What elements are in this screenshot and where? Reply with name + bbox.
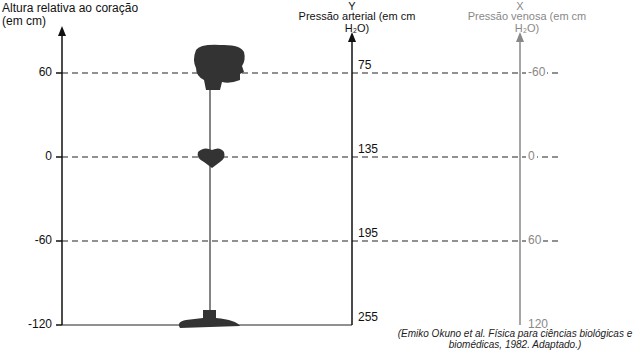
tick-label: 75: [356, 59, 373, 72]
axis-title: Pressão arterial (em cm H₂O): [292, 10, 422, 34]
tick-label: 0: [20, 150, 52, 163]
tick-label: 255: [356, 311, 380, 324]
tick-label: 0: [526, 150, 537, 163]
tick-label: 135: [356, 143, 380, 156]
source-caption: (Emiko Okuno et al. Física para ciências…: [390, 328, 640, 350]
tick-label: 60: [20, 66, 52, 79]
tick-label: 60: [526, 234, 543, 247]
axis-title: Altura relativa ao coração (em cm): [2, 2, 152, 28]
venous-axis: [519, 40, 521, 325]
grid-lines: [62, 73, 560, 241]
tick-label: -120: [16, 318, 52, 331]
tick-marks: [56, 73, 62, 325]
tick-label: -60: [526, 66, 547, 79]
tick-label: 195: [356, 227, 380, 240]
tick-label: -60: [20, 234, 52, 247]
axis-title: Pressão venosa (em cm H₂O): [462, 10, 592, 34]
axis-arrow: [58, 26, 66, 36]
height-axis: [61, 34, 63, 325]
arterial-axis: [351, 40, 353, 325]
body-silhouette: [179, 45, 245, 328]
